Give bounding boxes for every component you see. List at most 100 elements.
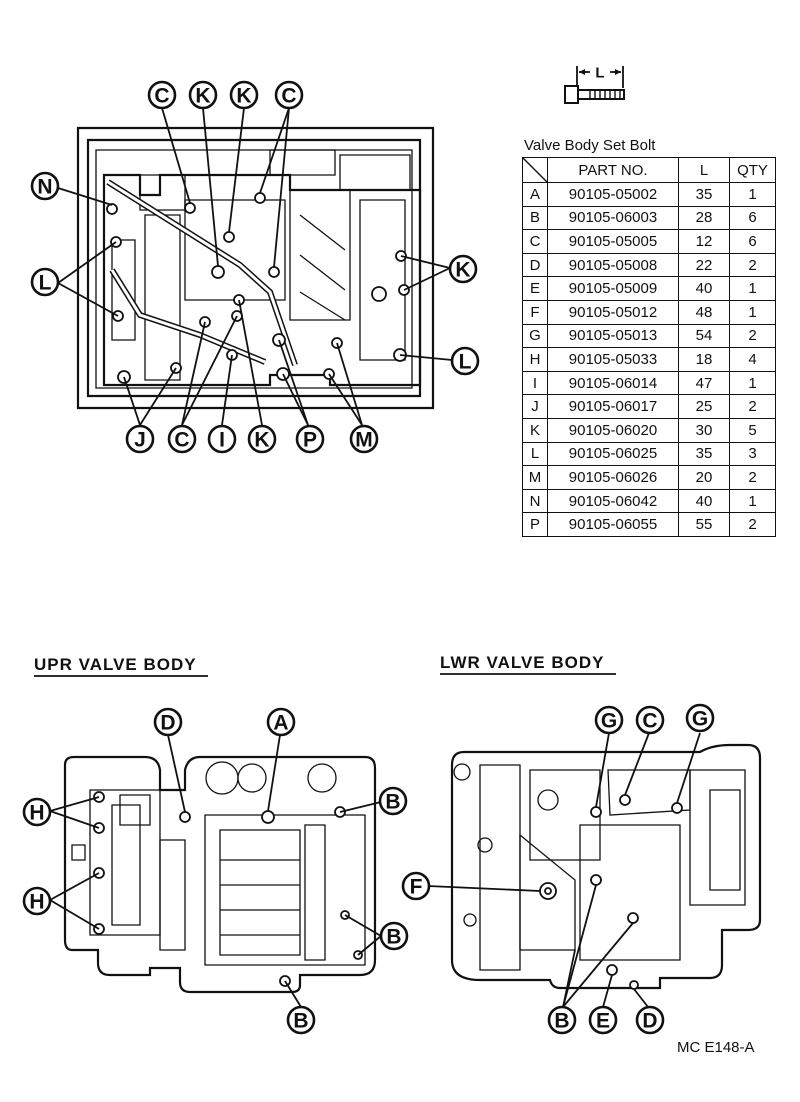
svg-text:B: B [554,1010,569,1033]
header-qty: QTY [729,157,776,183]
row-part-no: 90105-06042 [547,488,679,514]
header-length: L [678,157,730,183]
row-key: E [522,276,548,301]
callout-c-top-1: C [147,80,177,110]
row-part-no: 90105-05002 [547,182,679,207]
row-part-no: 90105-05012 [547,299,679,325]
callout-d-upper: D [153,707,183,737]
table-caption: Valve Body Set Bolt [524,137,656,154]
row-qty: 2 [729,512,776,537]
svg-text:B: B [385,791,400,814]
row-key: H [522,347,548,372]
row-part-no: 90105-05009 [547,276,679,301]
row-key: K [522,417,548,443]
row-length: 40 [678,488,730,514]
svg-text:B: B [293,1010,308,1033]
row-length: 40 [678,276,730,301]
svg-text:I: I [219,429,225,452]
row-part-no: 90105-06020 [547,417,679,443]
callout-j: J [125,424,155,454]
row-qty: 1 [729,276,776,301]
callout-m: M [349,424,379,454]
callout-g-2: G [685,703,715,733]
row-length: 35 [678,182,730,207]
callout-l-left: L [30,267,60,297]
row-qty: 2 [729,252,776,278]
svg-text:D: D [642,1010,657,1033]
row-qty: 1 [729,299,776,325]
row-key: B [522,205,548,231]
callout-k-top-1: K [188,80,218,110]
row-key: C [522,229,548,254]
svg-text:N: N [37,176,52,199]
row-length: 48 [678,299,730,325]
svg-text:L: L [459,351,472,374]
callout-c-top-3: C [167,424,197,454]
svg-text:K: K [455,259,470,282]
svg-text:K: K [195,85,210,108]
callout-n: N [30,171,60,201]
upper-leader-lines [49,734,382,1008]
valve-body-assembly-view [76,126,435,410]
row-key: F [522,299,548,325]
callout-b-upper-2: B [379,921,409,951]
svg-text:C: C [174,429,189,452]
header-part-no: PART NO. [547,157,679,183]
svg-text:K: K [254,429,269,452]
svg-text:G: G [692,708,708,731]
figure-code: MC E148-A [677,1039,755,1056]
row-part-no: 90105-06025 [547,441,679,467]
row-length: 35 [678,441,730,467]
callout-e: E [588,1005,618,1035]
svg-text:A: A [273,712,288,735]
callout-c-lower: C [635,705,665,735]
callout-k-top-3: K [247,424,277,454]
callout-f: F [401,871,431,901]
row-key: D [522,252,548,278]
row-length: 47 [678,370,730,396]
row-part-no: 90105-06026 [547,465,679,490]
row-qty: 6 [729,229,776,254]
row-part-no: 90105-06055 [547,512,679,537]
lower-leader-lines [427,732,701,1008]
callout-c-top-2: C [274,80,304,110]
callout-h-2: H [22,886,52,916]
svg-text:K: K [236,85,251,108]
row-length: 54 [678,323,730,349]
svg-text:F: F [410,876,423,899]
callout-p: P [295,424,325,454]
row-key: M [522,465,548,490]
row-part-no: 90105-06017 [547,394,679,419]
row-qty: 1 [729,370,776,396]
svg-text:H: H [29,802,44,825]
row-qty: 2 [729,323,776,349]
row-part-no: 90105-05013 [547,323,679,349]
lower-valve-body-title: LWR VALVE BODY [440,653,605,672]
svg-text:H: H [29,891,44,914]
row-key: P [522,512,548,537]
row-qty: 2 [729,394,776,419]
svg-text:C: C [154,85,169,108]
row-qty: 1 [729,182,776,207]
callout-d-lower: D [635,1005,665,1035]
svg-text:C: C [642,710,657,733]
row-length: 18 [678,347,730,372]
callout-b-lower: B [547,1005,577,1035]
row-length: 55 [678,512,730,537]
upper-valve-body-view [63,755,377,994]
callout-a: A [266,707,296,737]
row-qty: 3 [729,441,776,467]
row-part-no: 90105-05008 [547,252,679,278]
row-part-no: 90105-06003 [547,205,679,231]
